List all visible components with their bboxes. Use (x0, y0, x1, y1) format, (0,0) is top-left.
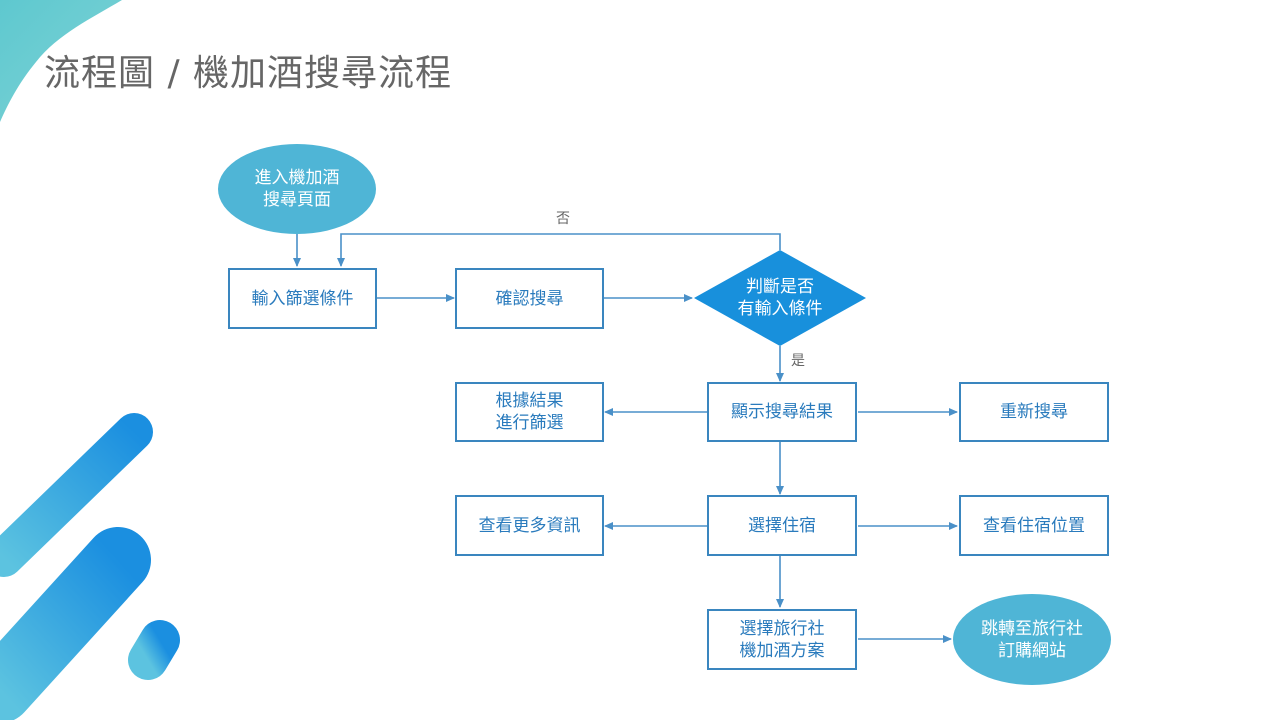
node-confirm-search: 確認搜尋 (455, 268, 604, 329)
node-start: 進入機加酒 搜尋頁面 (218, 144, 376, 234)
diagonal-bar-thin (0, 413, 153, 577)
top-left-wave-shape (0, 0, 122, 122)
slide-title: 流程圖 / 機加酒搜尋流程 (44, 53, 453, 94)
edge-decision-no-loop (337, 233, 781, 267)
node-input-filters: 輸入篩選條件 (228, 268, 377, 329)
diagonal-bar-short (128, 620, 180, 680)
node-show-results: 顯示搜尋結果 (707, 382, 857, 442)
node-check-input: 判斷是否 有輸入條件 (737, 277, 823, 319)
node-filter-results: 根據結果 進行篩選 (455, 382, 604, 442)
edge-label-no: 否 (556, 211, 570, 227)
decision-diamond-shape (694, 250, 866, 346)
node-redirect: 跳轉至旅行社 訂購網站 (953, 594, 1111, 685)
node-select-lodging: 選擇住宿 (707, 495, 857, 556)
node-select-package: 選擇旅行社 機加酒方案 (707, 609, 857, 670)
diagonal-bar-thick (0, 527, 151, 720)
node-more-info: 查看更多資訊 (455, 495, 604, 556)
edge-label-yes: 是 (791, 353, 805, 369)
node-search-again: 重新搜尋 (959, 382, 1109, 442)
node-view-location: 查看住宿位置 (959, 495, 1109, 556)
